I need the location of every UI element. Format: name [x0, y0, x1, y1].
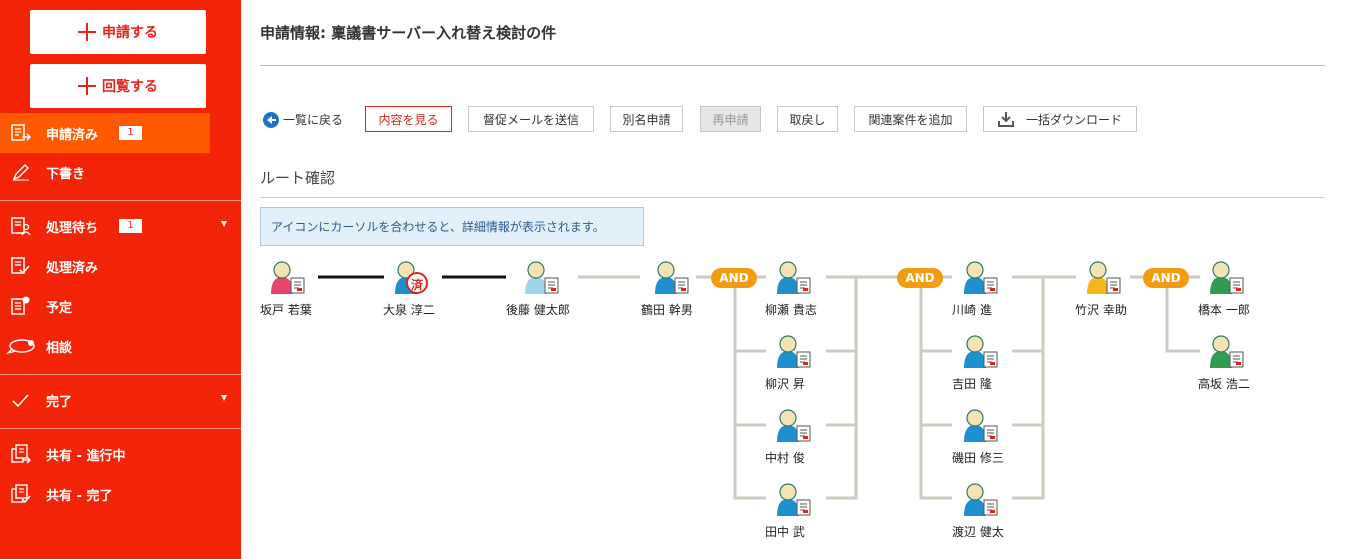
- sidebar-item-scheduled[interactable]: 予定: [0, 286, 241, 326]
- page-title: 申請情報: 稟議書サーバー入れ替え検討の件: [260, 24, 557, 42]
- approver-person-icon[interactable]: [964, 409, 998, 442]
- document-dot-icon: [11, 296, 30, 315]
- document-icon: [983, 499, 998, 516]
- approver-name: 高坂 浩二: [1198, 377, 1250, 391]
- back-to-list-link[interactable]: 一覧に戻る: [263, 111, 343, 128]
- document-icon: [796, 425, 811, 442]
- approver-name: 大泉 淳二: [383, 303, 435, 317]
- pencil-icon: [12, 164, 29, 181]
- document-icon: [983, 351, 998, 368]
- approver-person-icon[interactable]: [777, 483, 811, 516]
- approver-name: 後藤 健太郎: [506, 303, 570, 317]
- sidebar-item-pending[interactable]: 処理待ち 1: [0, 206, 241, 246]
- divider: [0, 200, 241, 201]
- approver-person-icon[interactable]: [1210, 261, 1244, 294]
- reapply-button[interactable]: 再申請: [700, 106, 761, 132]
- document-person-icon: [11, 217, 31, 236]
- approver-person-icon[interactable]: [777, 261, 811, 294]
- plus-icon: [78, 77, 96, 95]
- document-icon: [674, 277, 689, 294]
- plus-icon: [78, 23, 96, 41]
- approver-person-icon[interactable]: [964, 335, 998, 368]
- approved-stamp: 済: [406, 272, 428, 294]
- sidebar-item-applied[interactable]: 申請済み 1: [0, 113, 210, 153]
- approver-name: 鶴田 幹男: [641, 303, 693, 317]
- and-badge: AND: [897, 268, 943, 288]
- approver-person-icon[interactable]: [964, 483, 998, 516]
- document-icon: [1229, 351, 1244, 368]
- document-icon: [983, 425, 998, 442]
- sidebar-item-shared-ongoing[interactable]: 共有 - 進行中: [0, 434, 241, 474]
- back-arrow-icon: [263, 111, 279, 128]
- document-icon: [796, 351, 811, 368]
- checkmark-icon: [12, 394, 29, 408]
- document-icon: [796, 499, 811, 516]
- document-arrow-icon: [11, 124, 32, 141]
- info-message: アイコンにカーソルを合わせると、詳細情報が表示されます。: [260, 207, 644, 246]
- sidebar-item-shared-completed[interactable]: 共有 - 完了: [0, 474, 241, 514]
- approver-name: 田中 武: [765, 525, 805, 539]
- and-badge: AND: [711, 268, 757, 288]
- approver-person-icon[interactable]: [655, 261, 689, 294]
- approver-name: 柳瀬 貴志: [765, 303, 817, 317]
- approver-name: 柳沢 昇: [765, 377, 805, 391]
- bulk-download-button[interactable]: 一括ダウンロード: [983, 106, 1137, 132]
- divider: [0, 428, 241, 429]
- shared-documents-check-icon: [11, 484, 31, 504]
- approver-name: 川崎 進: [952, 303, 992, 317]
- divider: [0, 374, 241, 375]
- and-badge: AND: [1143, 268, 1189, 288]
- document-icon: [1229, 277, 1244, 294]
- document-check-icon: [11, 257, 30, 275]
- send-reminder-button[interactable]: 督促メールを送信: [468, 106, 594, 132]
- apply-button[interactable]: 申請する: [30, 10, 206, 54]
- sidebar: 申請する 回覧する 申請済み 1 下書き: [0, 0, 241, 559]
- count-badge: 1: [119, 126, 142, 140]
- chevron-down-icon[interactable]: [221, 221, 227, 227]
- approver-person-icon[interactable]: [777, 409, 811, 442]
- divider: [260, 65, 1325, 66]
- shared-documents-icon: [11, 444, 31, 464]
- document-icon: [796, 277, 811, 294]
- document-icon: [1106, 277, 1121, 294]
- document-icon: [544, 277, 559, 294]
- sidebar-item-processed[interactable]: 処理済み: [0, 246, 241, 286]
- approver-person-icon[interactable]: [1210, 335, 1244, 368]
- download-icon: [997, 112, 1014, 127]
- approver-name: 吉田 隆: [952, 377, 992, 391]
- approver-name: 磯田 修三: [952, 451, 1004, 465]
- withdraw-button[interactable]: 取戻し: [777, 106, 838, 132]
- speech-bubble-icon: [6, 339, 35, 355]
- approver-person-icon[interactable]: [1087, 261, 1121, 294]
- sidebar-item-consult[interactable]: 相談: [0, 326, 241, 366]
- sidebar-item-completed[interactable]: 完了: [0, 380, 241, 420]
- alias-apply-button[interactable]: 別名申請: [610, 106, 683, 132]
- count-badge: 1: [119, 219, 142, 233]
- view-content-button[interactable]: 内容を見る: [365, 106, 452, 132]
- chevron-down-icon[interactable]: [221, 395, 227, 401]
- approver-person-icon[interactable]: [525, 261, 559, 294]
- sidebar-item-draft[interactable]: 下書き: [0, 152, 241, 192]
- add-related-button[interactable]: 関連案件を追加: [854, 106, 967, 132]
- approver-person-icon[interactable]: [777, 335, 811, 368]
- approver-person-icon[interactable]: [964, 261, 998, 294]
- approver-name: 渡辺 健太: [952, 525, 1004, 539]
- approver-name: 竹沢 幸助: [1075, 303, 1127, 317]
- approver-name: 橋本 一郎: [1198, 303, 1250, 317]
- circulate-button[interactable]: 回覧する: [30, 64, 206, 108]
- approver-person-icon[interactable]: [271, 261, 305, 294]
- approver-name: 中村 俊: [765, 451, 805, 465]
- section-title: ルート確認: [260, 169, 336, 187]
- approver-name: 坂戸 若葉: [260, 303, 312, 317]
- document-icon: [290, 277, 305, 294]
- divider: [260, 197, 1325, 198]
- document-icon: [983, 277, 998, 294]
